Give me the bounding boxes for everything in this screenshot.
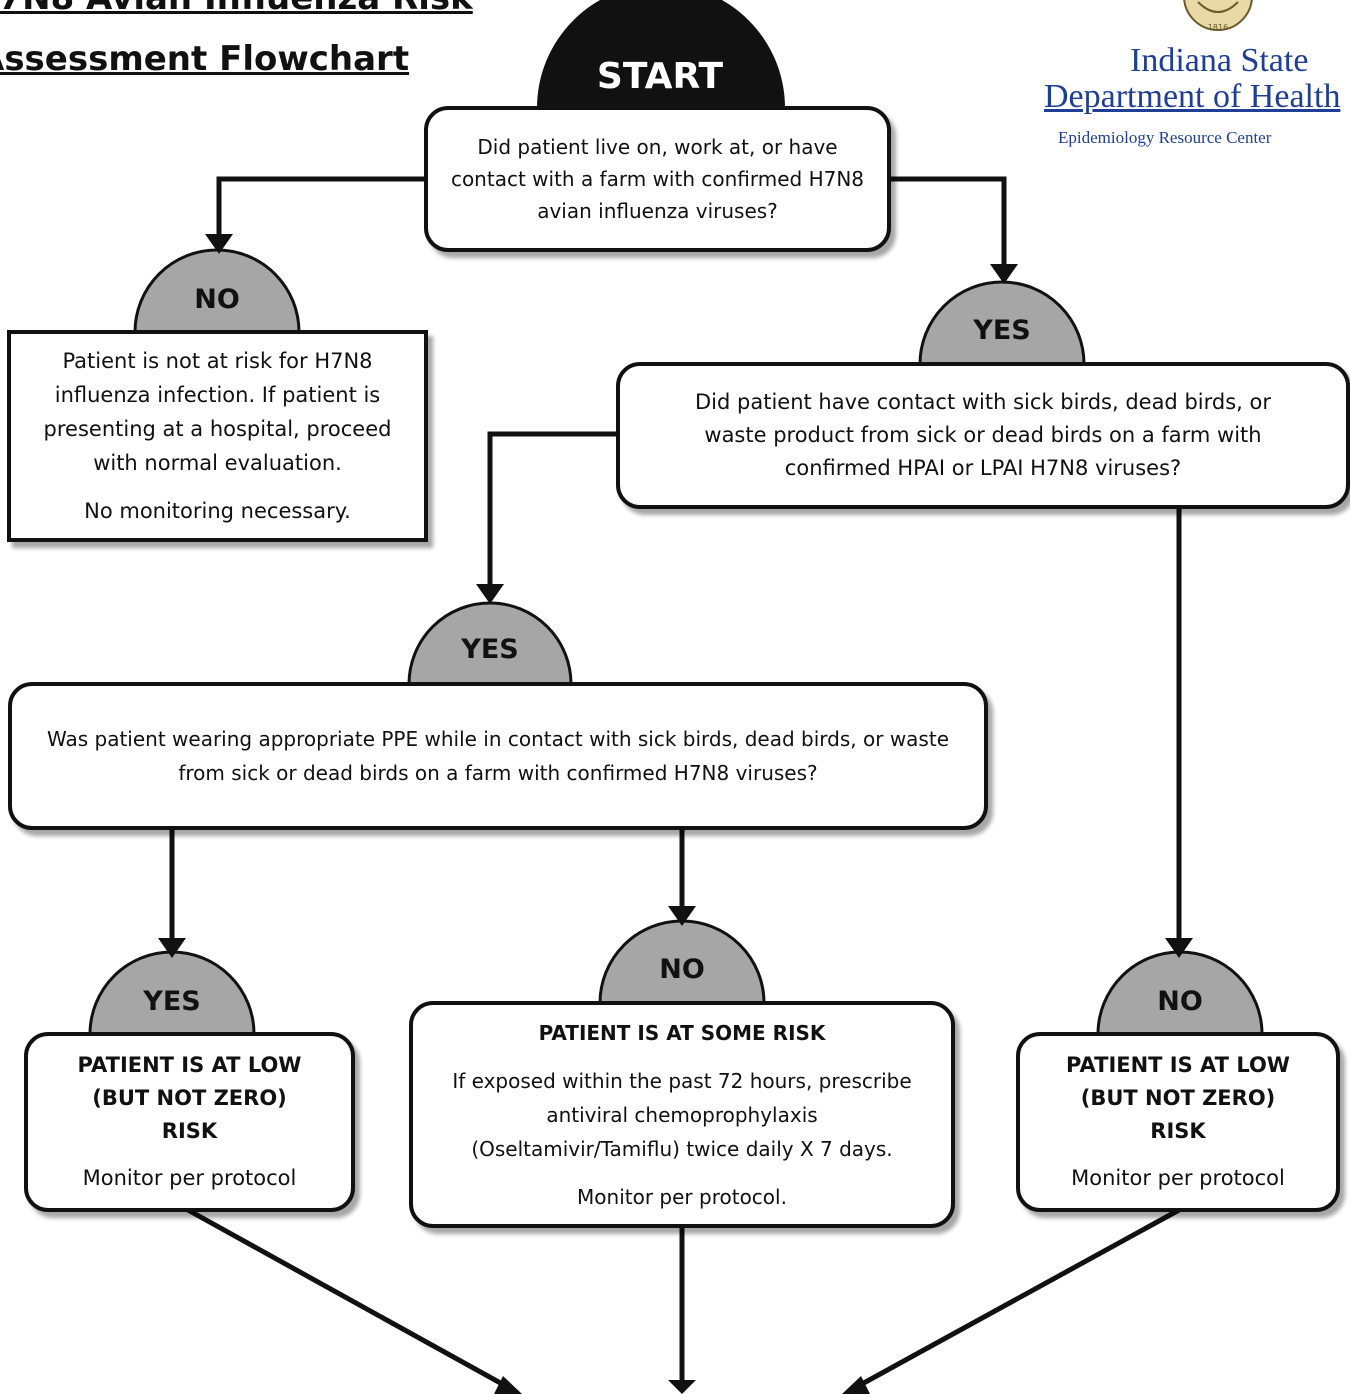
q3-yes-label: YES: [143, 986, 201, 1017]
connector-q1-yes: [889, 176, 1007, 272]
arrowhead-q3-yes: [158, 938, 186, 958]
not-at-risk-text: Patient is not at risk for H7N8 influenz…: [43, 349, 392, 475]
start-dome: [537, 0, 785, 108]
connector-low-risk-left-out: [186, 1207, 515, 1393]
yes-dome-q1: [918, 280, 1086, 366]
q2-yes-label: YES: [461, 634, 519, 665]
connector-low-risk-right-out: [849, 1207, 1181, 1393]
no-dome-q3: [598, 919, 766, 1005]
logo-line-2: Department of Health: [1044, 78, 1341, 115]
low-risk-heading-left: PATIENT IS AT LOW (BUT NOT ZERO) RISK: [77, 1053, 302, 1143]
arrowhead-q2-yes: [476, 584, 504, 604]
arrowhead-q1-no: [205, 234, 233, 254]
q3-no-label: NO: [659, 954, 705, 985]
question-3-box: Was patient wearing appropriate PPE whil…: [8, 682, 988, 830]
arrowhead-q1-yes: [990, 264, 1018, 284]
svg-text:1816: 1816: [1208, 23, 1228, 32]
low-risk-text-left: Monitor per protocol: [82, 1166, 297, 1190]
arrowhead-q3-no: [668, 906, 696, 926]
q2-no-label: NO: [1157, 986, 1203, 1017]
some-risk-text: If exposed within the past 72 hours, pre…: [452, 1068, 912, 1161]
low-risk-text-right: Monitor per protocol: [1071, 1166, 1285, 1190]
arrowhead-bottom-center: [668, 1380, 696, 1394]
question-2-box: Did patient have contact with sick birds…: [616, 362, 1350, 509]
arrowhead-bottom-right: [842, 1376, 870, 1394]
question-1-text: Did patient live on, work at, or have co…: [450, 135, 865, 223]
low-risk-heading-right: PATIENT IS AT LOW (BUT NOT ZERO) RISK: [1066, 1053, 1290, 1143]
logo-line-3: Epidemiology Resource Center: [1058, 128, 1272, 147]
some-risk-box: PATIENT IS AT SOME RISK If exposed withi…: [409, 1001, 955, 1228]
state-seal-icon: 1816: [1183, 0, 1253, 32]
connector-q1-no: [216, 176, 426, 242]
connector-q2-yes: [487, 431, 617, 592]
some-risk-heading: PATIENT IS AT SOME RISK: [538, 1020, 826, 1045]
low-risk-box-left: PATIENT IS AT LOW (BUT NOT ZERO) RISK Mo…: [24, 1032, 355, 1212]
arrowhead-q2-no: [1165, 938, 1193, 958]
page-title-line-2: Assessment Flowchart: [0, 39, 410, 79]
q1-no-label: NO: [194, 284, 240, 315]
logo-line-1: Indiana State: [1130, 42, 1309, 79]
page-title-line-1: H7N8 Avian Influenza Risk: [0, 0, 473, 18]
isdh-logo: 1816 Indiana State Department of Health …: [1030, 0, 1350, 175]
yes-dome-q2: [407, 601, 573, 686]
no-monitoring-text: No monitoring necessary.: [84, 499, 351, 523]
question-1-box: Did patient live on, work at, or have co…: [424, 106, 891, 252]
start-label: START: [596, 56, 724, 97]
not-at-risk-box: Patient is not at risk for H7N8 influenz…: [7, 330, 428, 542]
arrowhead-bottom-left: [494, 1376, 522, 1394]
q1-yes-label: YES: [973, 315, 1031, 346]
no-dome-q2: [1096, 950, 1264, 1036]
question-2-text: Did patient have contact with sick birds…: [695, 390, 1271, 480]
low-risk-box-right: PATIENT IS AT LOW (BUT NOT ZERO) RISK Mo…: [1016, 1032, 1340, 1212]
question-3-text: Was patient wearing appropriate PPE whil…: [46, 727, 949, 785]
some-risk-note: Monitor per protocol.: [577, 1184, 787, 1209]
